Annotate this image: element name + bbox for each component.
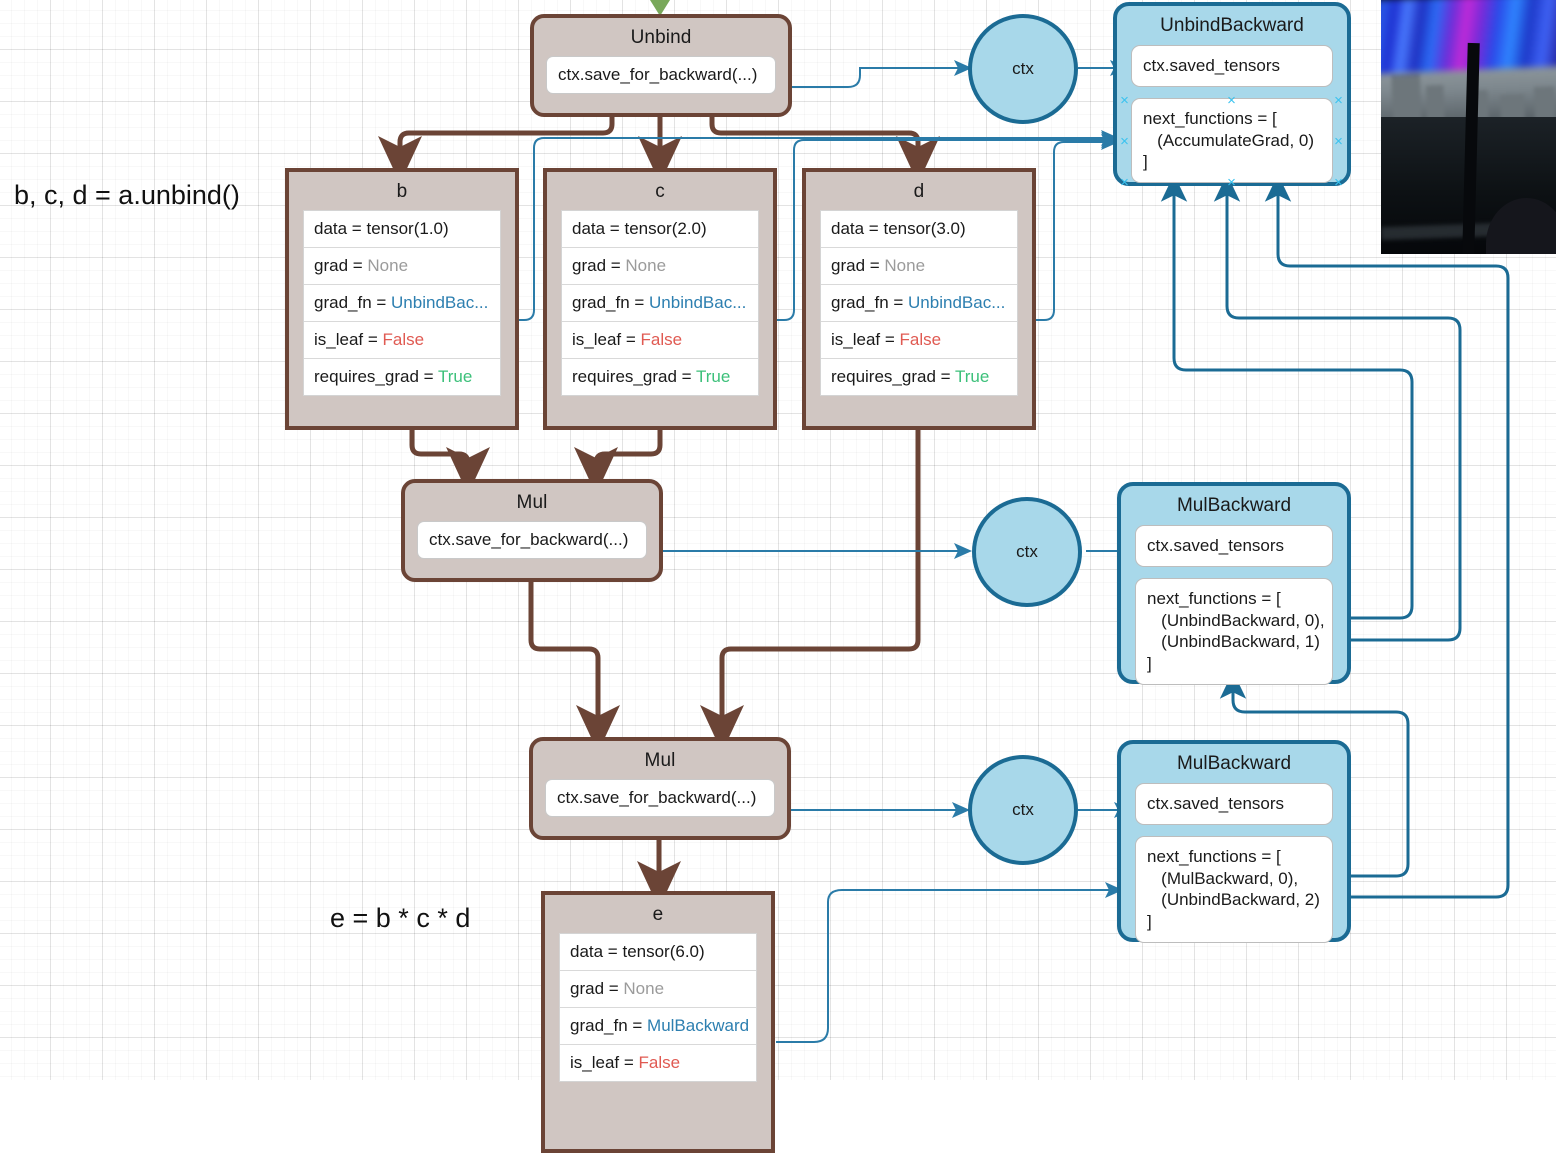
tensor-node-b[interactable]: b data = tensor(1.0) grad = None grad_fn…: [285, 168, 519, 430]
tensor-node-e[interactable]: e data = tensor(6.0) grad = None grad_fn…: [541, 891, 775, 1153]
table-row: grad_fn = MulBackward: [560, 1008, 756, 1045]
op-node-unbind-title: Unbind: [630, 27, 692, 48]
table-row: grad = None: [821, 248, 1017, 285]
op-node-mul-2-title: Mul: [644, 750, 676, 771]
op-node-mul-2-slot[interactable]: ctx.save_for_backward(...): [545, 779, 775, 817]
gradfn-node-unbind-backward-title: UnbindBackward: [1160, 15, 1304, 36]
table-row: grad = None: [560, 971, 756, 1008]
selection-handle[interactable]: ×: [1334, 174, 1343, 191]
op-node-mul-1-slot[interactable]: ctx.save_for_backward(...): [417, 521, 647, 559]
edge-op-to-ctx: [648, 60, 972, 818]
edge-e-gradfn-to-mulbackward2: [776, 882, 1123, 1043]
ctx-circle-unbind[interactable]: ctx: [968, 14, 1078, 124]
edge-mulbackward2-next: [1219, 174, 1510, 899]
table-row: data = tensor(1.0): [304, 211, 500, 248]
gradfn-saved-tensors[interactable]: ctx.saved_tensors: [1135, 525, 1333, 567]
tensor-node-c-rows: data = tensor(2.0) grad = None grad_fn =…: [561, 210, 759, 396]
selection-handle[interactable]: ×: [1227, 174, 1236, 191]
tensor-node-c-title: c: [655, 181, 665, 202]
edge-bc-to-mul1: [409, 430, 663, 495]
gradfn-saved-tensors[interactable]: ctx.saved_tensors: [1135, 783, 1333, 825]
webcam-overlay[interactable]: [1381, 0, 1556, 254]
entry-arrow: [650, 0, 670, 16]
table-row: is_leaf = False: [821, 322, 1017, 359]
ctx-circle-unbind-label: ctx: [1012, 59, 1034, 78]
gradfn-next-functions[interactable]: next_functions = [ (UnbindBackward, 0), …: [1135, 577, 1333, 685]
tensor-node-d-rows: data = tensor(3.0) grad = None grad_fn =…: [820, 210, 1018, 396]
selection-handle[interactable]: ×: [1120, 174, 1129, 191]
edge-mulbackward1-next-to-unbindbackward: [1160, 174, 1462, 642]
tensor-node-e-rows: data = tensor(6.0) grad = None grad_fn =…: [559, 933, 757, 1082]
gradfn-next-functions[interactable]: next_functions = [ (AccumulateGrad, 0) ]: [1131, 97, 1333, 183]
table-row: is_leaf = False: [562, 322, 758, 359]
ctx-circle-mul-2[interactable]: ctx: [968, 755, 1078, 865]
gradfn-node-unbind-backward[interactable]: UnbindBackward ctx.saved_tensors next_fu…: [1113, 2, 1351, 186]
tensor-node-c[interactable]: c data = tensor(2.0) grad = None grad_fn…: [543, 168, 777, 430]
table-row: requires_grad = True: [572, 367, 731, 386]
ctx-circle-mul-1-label: ctx: [1016, 542, 1038, 561]
tensor-node-b-rows: data = tensor(1.0) grad = None grad_fn =…: [303, 210, 501, 396]
table-row: data = tensor(3.0): [821, 211, 1017, 248]
gradfn-node-mul-backward-2[interactable]: MulBackward ctx.saved_tensors next_funct…: [1117, 740, 1351, 943]
ctx-circle-mul-2-label: ctx: [1012, 800, 1034, 819]
op-node-unbind-slot[interactable]: ctx.save_for_backward(...): [546, 56, 776, 94]
table-row: is_leaf = False: [304, 322, 500, 359]
op-node-mul-1[interactable]: Mul ctx.save_for_backward(...): [401, 479, 663, 582]
table-row: grad_fn = UnbindBac...: [562, 285, 758, 322]
gradfn-node-mul-backward-1[interactable]: MulBackward ctx.saved_tensors next_funct…: [1117, 482, 1351, 685]
selection-handle[interactable]: ×: [1334, 92, 1343, 109]
op-node-mul-2[interactable]: Mul ctx.save_for_backward(...): [529, 737, 791, 840]
selection-handle[interactable]: ×: [1227, 92, 1236, 109]
ctx-circle-mul-1[interactable]: ctx: [972, 497, 1082, 607]
selection-handle[interactable]: ×: [1334, 133, 1343, 150]
table-row: grad_fn = UnbindBac...: [821, 285, 1017, 322]
tensor-node-d[interactable]: d data = tensor(3.0) grad = None grad_fn…: [802, 168, 1036, 430]
selection-handle[interactable]: ×: [1120, 133, 1129, 150]
table-row: data = tensor(2.0): [562, 211, 758, 248]
tensor-node-d-title: d: [913, 181, 925, 202]
gradfn-node-mul-backward-1-title: MulBackward: [1176, 495, 1292, 516]
selection-handle[interactable]: ×: [1120, 92, 1129, 109]
gradfn-saved-tensors[interactable]: ctx.saved_tensors: [1131, 45, 1333, 87]
table-row: grad_fn = UnbindBac...: [304, 285, 500, 322]
tensor-node-b-title: b: [396, 181, 408, 202]
table-row: data = tensor(6.0): [560, 934, 756, 971]
table-row: requires_grad = True: [831, 367, 990, 386]
gradfn-next-functions[interactable]: next_functions = [ (MulBackward, 0), (Un…: [1135, 835, 1333, 943]
op-node-mul-1-title: Mul: [516, 492, 548, 513]
table-row: grad = None: [562, 248, 758, 285]
table-row: grad = None: [304, 248, 500, 285]
op-node-unbind[interactable]: Unbind ctx.save_for_backward(...): [530, 14, 792, 117]
label-unbind-expression: b, c, d = a.unbind(): [14, 180, 240, 210]
gradfn-node-mul-backward-2-title: MulBackward: [1176, 753, 1292, 774]
tensor-node-e-title: e: [652, 904, 664, 925]
edge-unbind-to-tensors: [378, 113, 940, 184]
edge-tensor-gradfn-to-unbindbackward: [518, 130, 1119, 321]
table-row: is_leaf = False: [570, 1053, 681, 1072]
edge-layer: [378, 0, 1510, 1043]
edge-to-mul2: [528, 430, 921, 753]
table-row: requires_grad = True: [314, 367, 473, 386]
label-mul-expression: e = b * c * d: [330, 903, 471, 933]
